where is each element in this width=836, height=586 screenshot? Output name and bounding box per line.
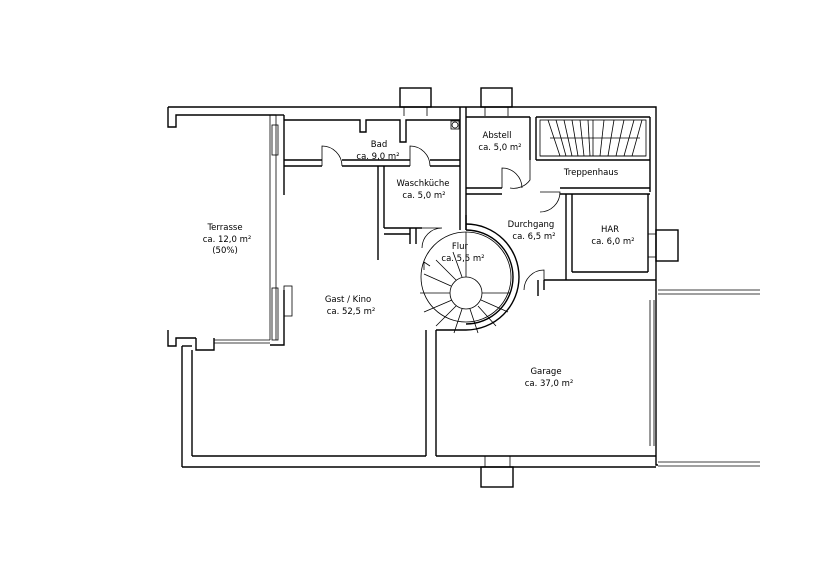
room-area-abstell: ca. 5,0 m² <box>478 143 521 153</box>
room-name-flur: Flur <box>452 242 469 252</box>
room-note-terrasse: (50%) <box>212 246 238 256</box>
room-area-har: ca. 6,0 m² <box>591 237 634 247</box>
room-name-treppenhaus: Treppenhaus <box>563 168 619 178</box>
room-area-durchgang: ca. 6,5 m² <box>512 232 555 242</box>
door-swings <box>321 145 561 291</box>
room-name-waschkueche: Waschküche <box>397 179 450 189</box>
room-area-flur: ca. 5,5 m² <box>441 254 484 264</box>
room-area-bad: ca. 9,0 m² <box>356 152 399 162</box>
interior-walls <box>284 107 656 457</box>
garage-side-gate <box>649 289 760 467</box>
room-name-durchgang: Durchgang <box>508 220 555 230</box>
room-name-abstell: Abstell <box>483 131 512 141</box>
room-name-terrasse: Terrasse <box>206 223 242 233</box>
outer-walls <box>167 106 658 468</box>
room-name-bad: Bad <box>371 140 387 150</box>
room-labels: Bad ca. 9,0 m² Abstell ca. 5,0 m² Treppe… <box>203 131 635 389</box>
room-area-waschkueche: ca. 5,0 m² <box>402 191 445 201</box>
spiral-staircase <box>420 223 520 334</box>
terrace-glazing <box>214 114 293 346</box>
room-area-garage: ca. 37,0 m² <box>525 379 574 389</box>
room-area-gast-kino: ca. 52,5 m² <box>327 307 376 317</box>
room-name-gast-kino: Gast / Kino <box>325 295 371 305</box>
room-name-har: HAR <box>601 225 619 235</box>
room-name-garage: Garage <box>530 367 561 377</box>
shaft-blocks <box>399 87 679 488</box>
straight-staircase <box>539 119 647 157</box>
room-area-terrasse: ca. 12,0 m² <box>203 235 252 245</box>
